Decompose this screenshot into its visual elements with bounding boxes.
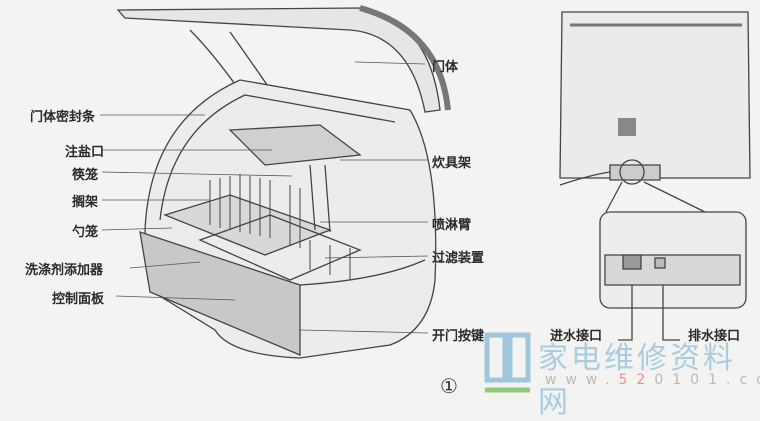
watermark-url: www.520101.com [545,372,760,388]
dishwasher-illustration [100,5,751,393]
label-door-seal: 门体密封条 [30,110,96,125]
label-water-inlet: 进水接口 [550,329,603,344]
watermark-url-red: 52 [618,372,655,388]
label-spoon-basket: 勺笼 [72,225,99,240]
label-shelf: 搁架 [72,195,99,210]
label-detergent-dispenser: 洗涤剂添加器 [25,263,104,278]
label-spray-arm: 喷淋臂 [432,218,472,233]
watermark-url-rest: 0101.com [654,372,760,388]
label-door: 门体 [432,60,459,75]
label-filter: 过滤装置 [432,251,485,266]
watermark-url-prefix: www. [545,372,619,388]
label-cookware-rack: 炊具架 [432,156,472,171]
label-chopstick-basket: 筷笼 [72,168,99,183]
label-salt-inlet: 注盐口 [65,145,105,160]
label-drain-outlet: 排水接口 [688,329,741,344]
label-control-panel: 控制面板 [52,292,105,307]
watermark-logo [484,332,531,393]
label-door-button: 开门按键 [432,329,485,344]
figure-number: ① [440,374,458,398]
